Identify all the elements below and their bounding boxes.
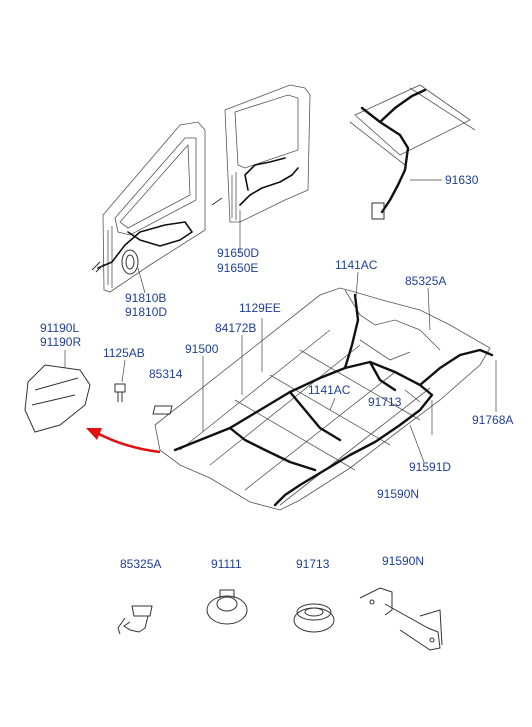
bracket-part: [359, 587, 443, 651]
bolt-part: [114, 383, 126, 402]
callout-1129EE: 1129EE: [239, 301, 281, 315]
grommet-part: [206, 589, 248, 625]
callout-91590N-bottom: 91590N: [382, 554, 425, 568]
front-door: [91, 121, 206, 293]
side-trim-part: [24, 364, 91, 433]
roof-harness: [349, 84, 476, 220]
callout-91810B: 91810B: [125, 291, 167, 305]
callout-91111: 91111: [211, 557, 242, 571]
callout-91650D: 91650D: [217, 246, 260, 260]
callout-91768A: 91768A: [472, 413, 514, 427]
callout-1141AC-mid: 1141AC: [308, 383, 351, 397]
callout-1141AC-top: 1141AC: [335, 258, 378, 272]
direction-arrow: [86, 428, 161, 454]
callout-91591D: 91591D: [409, 460, 452, 474]
callout-91190L: 91190L: [40, 321, 80, 335]
rear-door: [211, 84, 311, 223]
leader-lines: [64, 179, 497, 463]
callout-85325A-bottom: 85325A: [120, 557, 162, 571]
seal-ring-part: [293, 603, 335, 633]
pad-part: [152, 405, 173, 415]
callout-84172B: 84172B: [215, 321, 257, 335]
callout-91500: 91500: [185, 342, 219, 356]
clip-part: [117, 605, 153, 635]
callout-91590N-mid: 91590N: [377, 487, 420, 501]
callout-85325A-top: 85325A: [405, 274, 447, 288]
callout-91810D: 91810D: [125, 305, 168, 319]
callout-91190R: 91190R: [40, 335, 82, 349]
callout-1125AB: 1125AB: [103, 346, 145, 360]
floor-pan: [154, 287, 494, 511]
callout-91650E: 91650E: [217, 261, 259, 275]
callout-91713-mid: 91713: [368, 395, 402, 409]
callout-91630: 91630: [445, 173, 479, 187]
callout-91713-bottom: 91713: [296, 557, 330, 571]
callout-85314: 85314: [149, 367, 183, 381]
